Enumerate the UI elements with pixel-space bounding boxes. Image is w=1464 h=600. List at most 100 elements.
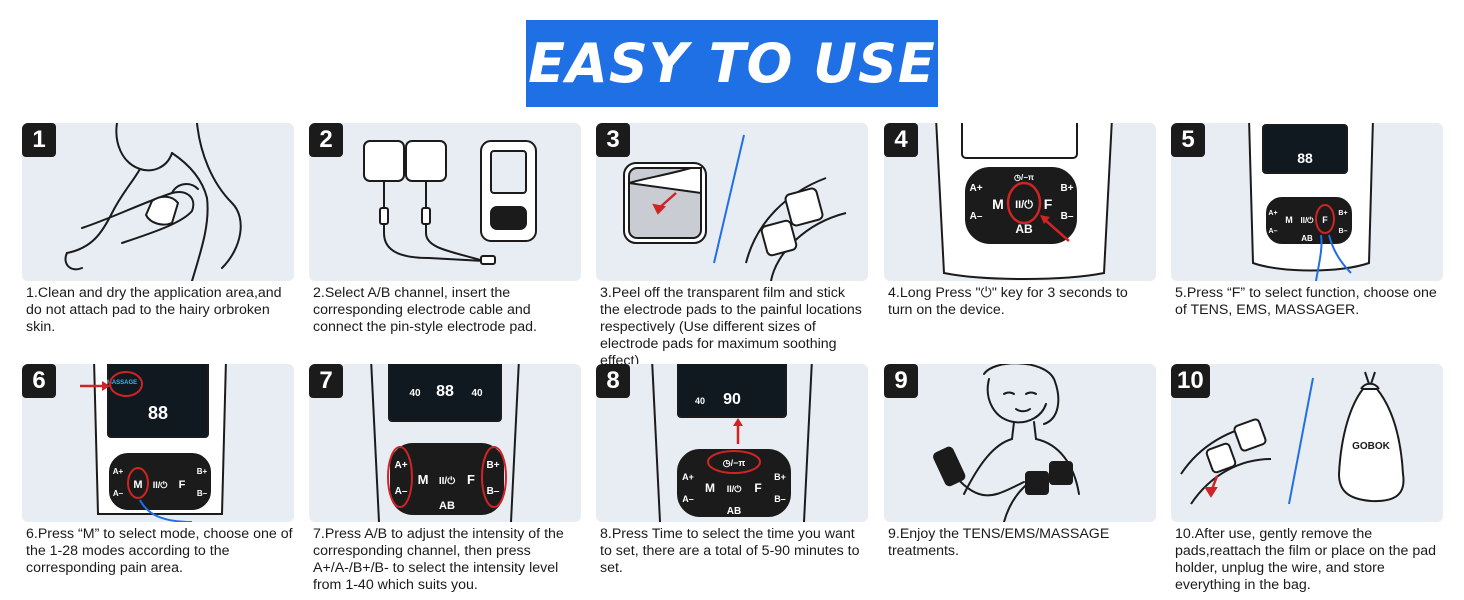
key-power[interactable]: II/⏻ (1301, 216, 1315, 225)
key-a-minus[interactable]: A– (113, 489, 124, 498)
power-icon: ⏻ (980, 285, 992, 301)
key-b-minus[interactable]: B– (1339, 228, 1348, 235)
step-caption: 6.Press “M” to select mode, choose one o… (26, 526, 293, 576)
lcd-level-a: 40 (409, 388, 421, 399)
step-caption: 3.Peel off the transparent film and stic… (600, 285, 862, 369)
device-f-key-illustration: 88 A+ A– M II/⏻ F B+ B– AB (1248, 123, 1374, 281)
step-illustration-4: 4 A+ A– M II/⏻ F B+ B– AB ◷/−π (884, 123, 1156, 281)
step-card-1: 1 1.Clean and dry the application area,a… (22, 123, 294, 336)
key-a-plus[interactable]: A+ (969, 183, 982, 194)
key-ab[interactable]: AB (1301, 234, 1313, 243)
key-power[interactable]: II/⏻ (439, 475, 455, 487)
key-b-minus[interactable]: B– (774, 494, 786, 504)
step-card-8: 8 40 90 ◷/−π A+ A– M II/⏻ F B+ B– AB (596, 364, 868, 577)
title-banner: EASY TO USE (526, 20, 938, 107)
lcd-tab: MASSAGE (107, 380, 137, 386)
key-ab[interactable]: AB (727, 506, 741, 517)
key-b-minus[interactable]: B– (197, 489, 208, 498)
step-card-10: 10 GOBOK 10.After use, gently remove the… (1171, 364, 1443, 594)
lcd-number: 88 (148, 403, 168, 423)
step-card-5: 5 88 A+ A– M II/⏻ F B+ B– AB 5.Press “F”… (1171, 123, 1443, 319)
step-illustration-10: 10 GOBOK (1171, 364, 1443, 522)
step-caption: 2.Select A/B channel, insert the corresp… (313, 285, 537, 335)
key-a-minus[interactable]: A– (395, 486, 408, 497)
step-caption: 7.Press A/B to adjust the intensity of t… (313, 526, 564, 593)
step-caption: 5.Press “F” to select function, choose o… (1175, 285, 1437, 318)
key-function[interactable]: F (1322, 215, 1328, 225)
key-a-minus[interactable]: A– (970, 211, 983, 222)
lcd-number: 88 (1297, 150, 1313, 166)
woman-enjoying-treatment-illustration (933, 364, 1080, 522)
device-m-key-illustration: MASSAGE 88 A+ A– M II/⏻ F B+ B– (80, 364, 227, 522)
step-card-2: 2 2.Select A/B channel, insert the corre… (309, 123, 581, 336)
key-b-plus[interactable]: B+ (774, 472, 786, 482)
key-b-plus[interactable]: B+ (486, 460, 499, 471)
step-number-badge: 2 (309, 123, 343, 157)
key-b-plus[interactable]: B+ (1060, 183, 1073, 194)
key-timer-lock[interactable]: ◷/−π (1014, 173, 1034, 182)
key-mode[interactable]: M (705, 481, 715, 495)
lcd-level-b: 40 (471, 388, 483, 399)
key-power[interactable]: II/⏻ (153, 480, 169, 490)
lcd-level-a: 40 (695, 396, 705, 406)
key-a-minus[interactable]: A– (1269, 228, 1278, 235)
bag-brand-label: GOBOK (1352, 441, 1391, 452)
key-a-plus[interactable]: A+ (682, 472, 694, 482)
key-b-plus[interactable]: B+ (197, 467, 208, 476)
step-number-badge: 9 (884, 364, 918, 398)
remove-pads-store-bag-illustration: GOBOK (1180, 371, 1405, 505)
step-caption: 1.Clean and dry the application area,and… (26, 285, 282, 335)
step-illustration-3: 3 (596, 123, 868, 281)
key-function[interactable]: F (754, 481, 761, 495)
pads-cable-device-illustration (363, 140, 537, 265)
step-caption: 10.After use, gently remove the pads,rea… (1175, 526, 1437, 593)
step-number-badge: 1 (22, 123, 56, 157)
key-power[interactable]: II/⏻ (1015, 198, 1033, 211)
lcd-time: 90 (723, 391, 741, 408)
key-ab[interactable]: AB (1015, 222, 1033, 236)
step-card-3: 3 3.Peel off the transparent film and st… (596, 123, 868, 370)
key-mode[interactable]: M (992, 196, 1004, 212)
woman-cleaning-arm-illustration (64, 123, 242, 281)
key-a-plus[interactable]: A+ (394, 460, 407, 471)
step-number-badge: 7 (309, 364, 343, 398)
step-number-badge: 6 (22, 364, 56, 398)
step-number-badge: 5 (1171, 123, 1205, 157)
device-ab-keys-illustration: 40 88 40 A+ A– M II/⏻ F B+ B– AB (370, 364, 520, 522)
step-card-4: 4 A+ A– M II/⏻ F B+ B– AB ◷/−π 4.Long (884, 123, 1156, 319)
key-b-plus[interactable]: B+ (1338, 210, 1347, 217)
key-a-minus[interactable]: A– (682, 494, 694, 504)
step-card-9: 9 9.Enjoy the TENS/EMS/MASSAGE treatment… (884, 364, 1156, 560)
key-b-minus[interactable]: B– (487, 486, 500, 497)
step-number-badge: 10 (1171, 364, 1210, 398)
key-b-minus[interactable]: B– (1061, 211, 1074, 222)
step-caption: 4.Long Press "⏻" key for 3 seconds to tu… (888, 285, 1128, 318)
key-power[interactable]: II/⏻ (727, 484, 743, 494)
step-illustration-1: 1 (22, 123, 294, 281)
key-mode[interactable]: M (133, 479, 142, 491)
key-mode[interactable]: M (1285, 215, 1293, 225)
key-a-plus[interactable]: A+ (113, 467, 124, 476)
step-number-badge: 3 (596, 123, 630, 157)
peel-film-illustration (623, 134, 847, 281)
step-illustration-5: 5 88 A+ A– M II/⏻ F B+ B– AB (1171, 123, 1443, 281)
step-card-6: 6 MASSAGE 88 A+ A– M II/⏻ F B+ B– (22, 364, 294, 577)
device-timer-key-illustration: 40 90 ◷/−π A+ A– M II/⏻ F B+ B– AB (651, 364, 813, 522)
step-illustration-9: 9 (884, 364, 1156, 522)
key-function[interactable]: F (467, 472, 475, 487)
key-ab[interactable]: AB (439, 500, 455, 512)
device-power-key-illustration: A+ A– M II/⏻ F B+ B– AB ◷/−π (935, 123, 1113, 280)
key-function[interactable]: F (1044, 196, 1053, 212)
step-caption: 8.Press Time to select the time you want… (600, 526, 860, 576)
lcd-number: 88 (436, 383, 454, 400)
key-function[interactable]: F (179, 479, 186, 491)
key-timer-lock[interactable]: ◷/−π (723, 458, 746, 468)
step-number-badge: 4 (884, 123, 918, 157)
step-number-badge: 8 (596, 364, 630, 398)
banner-title: EASY TO USE (528, 32, 936, 95)
step-illustration-7: 7 40 88 40 A+ A– M II/⏻ F B+ B– AB (309, 364, 581, 522)
step-card-7: 7 40 88 40 A+ A– M II/⏻ F B+ B– AB (309, 364, 581, 594)
key-a-plus[interactable]: A+ (1268, 210, 1277, 217)
key-mode[interactable]: M (418, 472, 429, 487)
step-illustration-6: 6 MASSAGE 88 A+ A– M II/⏻ F B+ B– (22, 364, 294, 522)
